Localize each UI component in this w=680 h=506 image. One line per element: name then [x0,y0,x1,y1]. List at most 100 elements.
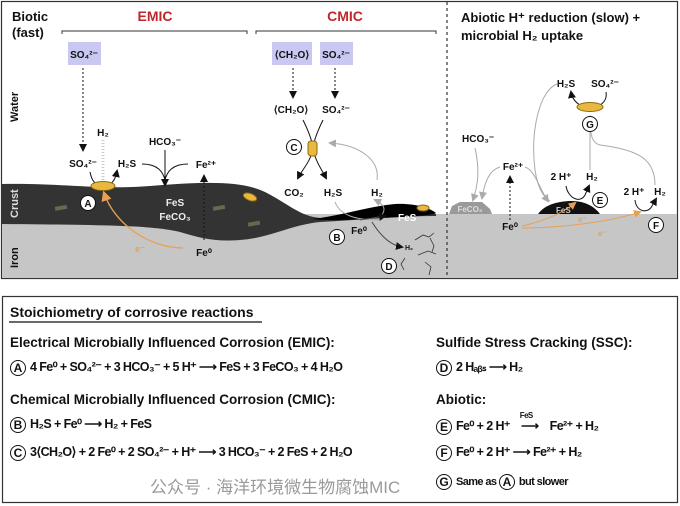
emic-bracket [61,30,248,34]
catalyzed-arrow: FeS⟶ [519,411,539,433]
marker-d [381,258,397,274]
marker-c-badge: C [10,444,26,461]
equation-e: E Fe⁰ + 2 H⁺ FeS⟶ Fe²⁺ + H₂ [436,411,599,435]
abiotic-title-1: Abiotic H⁺ reduction (slow) + [461,10,641,25]
fes-deposit-cmic [312,203,436,221]
marker-d-label: D [385,262,392,273]
so4-source-box [68,42,101,65]
so4-label-g: SO₄²⁻ [591,79,619,90]
equation-e-right: Fe²⁺ + H₂ [549,419,599,433]
fe0-label: Fe⁰ [196,248,212,259]
marker-b [329,229,345,245]
abiotic-heading: Abiotic: [436,392,487,407]
equation-e-left: Fe⁰ + 2 H⁺ [456,419,511,433]
so4-label-cmic: SO₄²⁻ [322,105,350,116]
h2s-label-g: H₂S [557,79,576,90]
cmic-heading: Chemical Microbially Influenced Corrosio… [10,392,336,407]
equation-e-catalyst: FeS [519,411,533,420]
marker-e-label: E [597,196,604,207]
crust-inclusion [54,204,68,211]
h2-label: H₂ [97,128,109,139]
marker-a-badge: A [10,359,26,376]
h2s-label-cmic: H₂S [324,188,343,199]
electron-label-f: e⁻ [598,229,607,238]
electron-label-e: e⁻ [578,215,587,224]
bacterium-cmic [307,140,318,157]
stoichiometry-title: Stoichiometry of corrosive reactions [10,304,254,320]
equation-b: B H₂S + Fe⁰ ⟶ H₂ + FeS [10,416,152,433]
so4-box-label: SO₄²⁻ [70,50,98,61]
equation-c: C 3⟨CH₂O⟩ + 2 Fe⁰ + 2 SO₄²⁻ + H⁺ ⟶ 3 HCO₃… [10,444,353,461]
marker-b-label: B [333,233,340,244]
equation-a: A 4 Fe⁰ + SO₄²⁻ + 3 HCO₃⁻ + 5 H⁺ ⟶ FeS + … [10,359,343,376]
iron-label: Iron [9,247,21,268]
marker-a-ref: A [498,474,515,491]
feco3-label: FeCO₃ [159,212,191,223]
cmic-label: CMIC [327,8,363,24]
fe2-label-abiotic: Fe²⁺ [503,162,523,173]
water-label: Water [9,91,21,122]
equation-c-text: 3⟨CH₂O⟩ + 2 Fe⁰ + 2 SO₄²⁻ + H⁺ ⟶ 3 HCO₃⁻… [30,445,353,459]
emic-heading: Electrical Microbially Influenced Corros… [10,335,335,350]
abiotic-title-2: microbial H₂ uptake [461,28,583,43]
marker-a [80,195,96,211]
marker-f [648,217,664,233]
fe0-label-abiotic: Fe⁰ [502,222,518,233]
equation-d: D 2 Hₐᵦₛ ⟶ H₂ [436,359,523,376]
cracks [400,232,437,276]
emic-label: EMIC [138,8,173,24]
ssc-heading: Sulfide Stress Cracking (SSC): [436,335,633,350]
marker-e-badge: E [436,418,452,435]
marker-d-badge: D [436,359,452,376]
so4-box-label-cmic: SO₄²⁻ [322,50,350,61]
marker-g-badge: G [436,474,452,491]
equation-g-post: but slower [518,476,569,488]
h2-crack-label: H₂ [405,245,413,252]
h-plus-label-f: 2 H⁺ [624,187,645,198]
feco3-deposit [449,202,492,214]
electron-label: e⁻ [135,244,145,254]
fe2-label: Fe²⁺ [196,160,216,171]
crust-label: Crust [9,189,21,218]
biotic-title: Biotic [12,9,48,24]
fe0-label-cmic: Fe⁰ [351,226,367,237]
bacterium-cmic-small [416,204,430,212]
ch2o-box-label: ⟨CH₂O⟩ [275,50,310,61]
h-plus-label-e: 2 H⁺ [551,172,572,183]
marker-a-label: A [84,199,91,210]
equation-d-text: 2 Hₐᵦₛ ⟶ H₂ [456,360,523,374]
watermark: 公众号 · 海洋环境微生物腐蚀MIC [150,478,401,497]
equation-g-pre: Same as [456,476,497,488]
bacterium-emic [90,181,116,191]
fes-label: FeS [166,198,185,209]
h2-label-f: H₂ [654,187,666,198]
cmic-bracket [255,30,437,34]
so4-source-box-cmic [320,42,353,65]
crust-inclusion [212,204,226,211]
crust-inclusion [247,220,261,227]
so4-label: SO₄²⁻ [69,159,97,170]
hco3-label-abiotic: HCO₃⁻ [462,134,494,145]
h2-label-e: H₂ [586,172,598,183]
equation-b-text: H₂S + Fe⁰ ⟶ H₂ + FeS [30,417,152,431]
stoichiometry-panel [1,295,679,504]
h2-label-cmic: H₂ [371,188,383,199]
marker-b-badge: B [10,416,26,433]
equation-f-text: Fe⁰ + 2 H⁺ ⟶ Fe²⁺ + H₂ [456,445,582,459]
h2s-label: H₂S [118,159,137,170]
equation-a-text: 4 Fe⁰ + SO₄²⁻ + 3 HCO₃⁻ + 5 H⁺ ⟶ FeS + 3… [30,360,343,374]
hco3-label: HCO₃⁻ [149,137,181,148]
marker-g-label: G [586,120,594,131]
fes-label-cmic: FeS [398,213,417,224]
ch2o-label: ⟨CH₂O⟩ [274,105,309,116]
marker-f-badge: F [436,444,452,461]
bacterium-small [242,192,258,202]
bacterium-abiotic [576,102,604,112]
feco3-label-abiotic: FeCO₃ [457,205,482,214]
marker-e [592,192,608,208]
marker-f-label: F [653,221,659,232]
co2-label: CO₂ [284,188,303,199]
biotic-subtitle: (fast) [12,25,44,40]
ch2o-source-box [272,42,312,65]
